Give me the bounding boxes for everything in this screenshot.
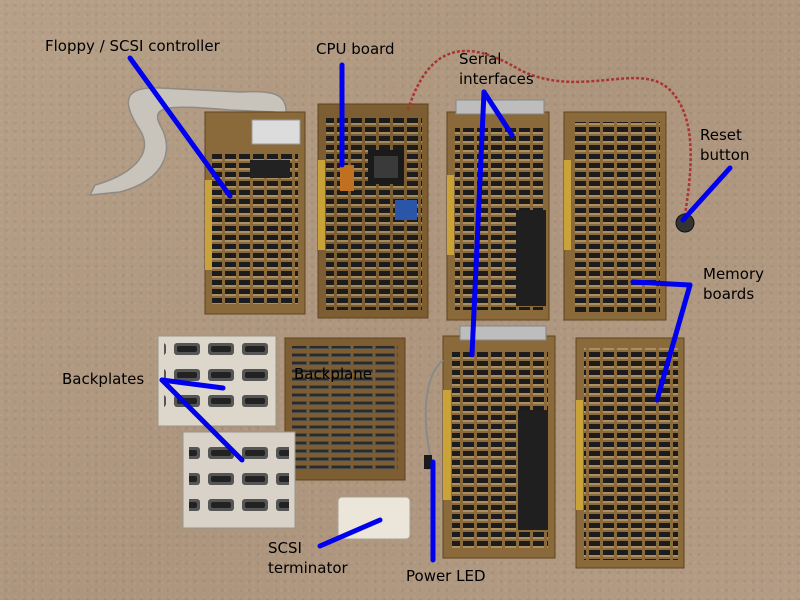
cpu-board xyxy=(317,103,429,319)
label-floppy-scsi-controller: Floppy / SCSI controller xyxy=(45,37,220,55)
pointer-backplates-upper xyxy=(159,377,226,391)
label-serial-interfaces: Serial interfaces xyxy=(459,50,534,88)
power-led-body xyxy=(424,455,432,469)
pointer-reset-button xyxy=(680,165,733,223)
serial-interfaces-board xyxy=(446,99,550,321)
ribbon-cable xyxy=(88,87,287,196)
label-memory-boards: Memory boards xyxy=(703,265,765,303)
label-reset-button: Reset button xyxy=(700,126,750,164)
memory-board-bottom xyxy=(575,337,685,569)
pointer-scsi-terminator xyxy=(317,517,383,549)
backplane xyxy=(284,337,406,481)
pointer-floppy-scsi xyxy=(127,55,233,199)
label-scsi-terminator: SCSI terminator xyxy=(268,539,348,577)
pointer-backplates-lower xyxy=(159,377,245,463)
memory-board-top xyxy=(563,111,667,321)
pointer-memory-bottom xyxy=(654,282,693,403)
power-led-wire xyxy=(424,359,444,471)
label-cpu-board: CPU board xyxy=(316,40,395,58)
reset-button-knob xyxy=(675,213,695,233)
floppy-scsi-controller-board xyxy=(204,111,306,315)
label-backplane: Backplane xyxy=(294,365,373,383)
pointer-memory-top xyxy=(630,279,693,288)
backplate-lower xyxy=(182,431,296,529)
label-backplates: Backplates xyxy=(62,370,145,388)
serial-interfaces-board-lower xyxy=(442,325,556,559)
pointer-serial-right xyxy=(481,89,515,138)
label-power-led: Power LED xyxy=(406,567,486,585)
pointer-serial-left xyxy=(469,89,487,358)
